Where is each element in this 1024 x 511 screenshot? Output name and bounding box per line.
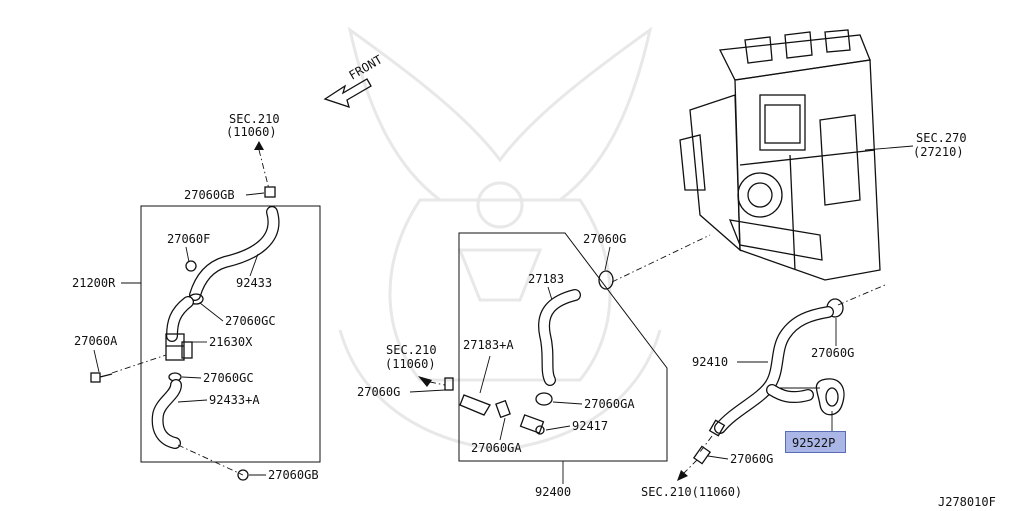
part-27060g-mid-label: 27060G [357, 385, 400, 399]
part-92400-label: 92400 [535, 485, 571, 499]
part-27060gb-bottom-label: 27060GB [268, 468, 319, 482]
part-27060gb-top-label: 27060GB [184, 188, 235, 202]
arrow-up-icon [254, 141, 264, 150]
fitting-92417 [519, 414, 545, 435]
clamp-27060ga-right [535, 392, 553, 406]
tube-27183a [459, 394, 491, 416]
sec270-sublabel: (27210) [913, 145, 964, 159]
watermark-emblem [338, 26, 662, 452]
part-27060g-low-label: 27060G [730, 452, 773, 466]
hose-92433a [151, 379, 182, 449]
front-label: FRONT [347, 52, 385, 82]
part-27060g-right-label: 27060G [811, 346, 854, 360]
clamp-27060f [185, 260, 197, 272]
clamp-27060g-low [692, 445, 712, 465]
hose-92410 [714, 306, 834, 434]
part-92410-label: 92410 [692, 355, 728, 369]
front-arrow: FRONT [323, 52, 385, 109]
sec210-mid-label: SEC.210 [386, 343, 437, 357]
clamp-27060gb-bottom [237, 469, 249, 481]
arrow-down-left-icon [677, 470, 688, 481]
hose-92433 [189, 206, 280, 301]
highlight-92522p[interactable] [785, 431, 846, 453]
clamp-27060ga-bottom [495, 399, 511, 419]
sec210-bottom-label: SEC.210(11060) [641, 485, 742, 499]
sec210-top-sublabel: (11060) [226, 125, 277, 139]
part-27060gc-upper-label: 27060GC [225, 314, 276, 328]
grommet-92522p [815, 378, 845, 416]
diagram-code-label: J278010F [938, 495, 996, 509]
part-92417-label: 92417 [572, 419, 608, 433]
sec210-mid-sublabel: (11060) [385, 357, 436, 371]
part-27060f-label: 27060F [167, 232, 210, 246]
part-27183-label: 27183 [528, 272, 564, 286]
part-21200r-label: 21200R [72, 276, 116, 290]
left-group-frame [140, 205, 321, 463]
sec270-label: SEC.270 [916, 131, 967, 145]
middle-group-frame [458, 232, 668, 462]
hose-27183 [538, 289, 581, 386]
bolt-27060a [90, 372, 113, 383]
connector-27060g-mid [444, 377, 454, 391]
part-27060ga-right-label: 27060GA [584, 397, 635, 411]
clamp-27060gb-top [264, 186, 276, 198]
part-27060ga-bottom-label: 27060GA [471, 441, 522, 455]
valve-21630x [165, 333, 193, 361]
arrow-left-icon [418, 376, 432, 387]
part-27183a-label: 27183+A [463, 338, 514, 352]
sec210-top-label: SEC.210 [229, 112, 280, 126]
centerline [258, 149, 270, 190]
part-27060gc-lower-label: 27060GC [203, 371, 254, 385]
part-92433a-label: 92433+A [209, 393, 260, 407]
hvac-unit [679, 29, 881, 281]
part-21630x-label: 21630X [209, 335, 253, 349]
part-92433-label: 92433 [236, 276, 272, 290]
part-27060a-label: 27060A [74, 334, 118, 348]
clamp-27060g-top [598, 270, 614, 290]
part-27060g-top-label: 27060G [583, 232, 626, 246]
